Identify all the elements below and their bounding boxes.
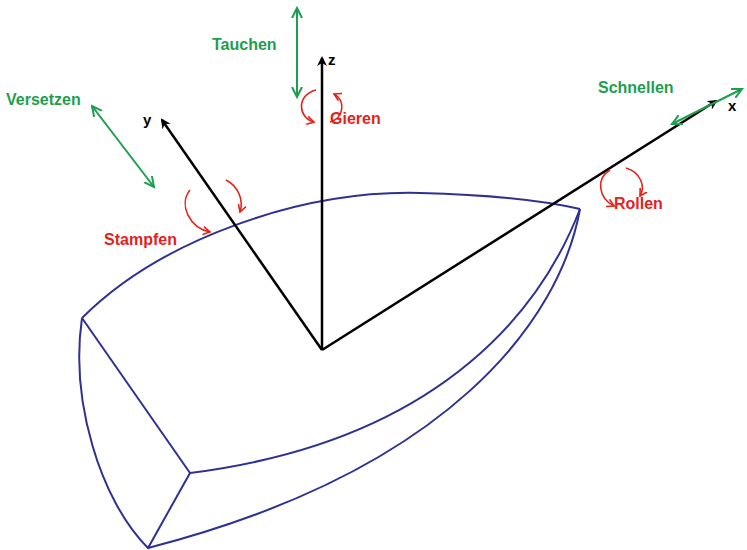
motion-label: Tauchen xyxy=(212,37,277,53)
rotation-arrows xyxy=(185,90,642,232)
motion-label: Schnellen xyxy=(598,80,674,96)
motion-label: Versetzen xyxy=(6,92,81,108)
hull-outline xyxy=(79,193,580,548)
axis-letter: z xyxy=(328,52,336,67)
axes xyxy=(162,58,716,350)
rotation-label: Rollen xyxy=(614,196,663,212)
axis-letter: y xyxy=(143,112,151,127)
translation-arrows xyxy=(92,8,742,187)
rotation-label: Stampfen xyxy=(104,232,177,248)
rotation-label: Gieren xyxy=(330,111,381,127)
axis-letter: x xyxy=(728,98,736,113)
